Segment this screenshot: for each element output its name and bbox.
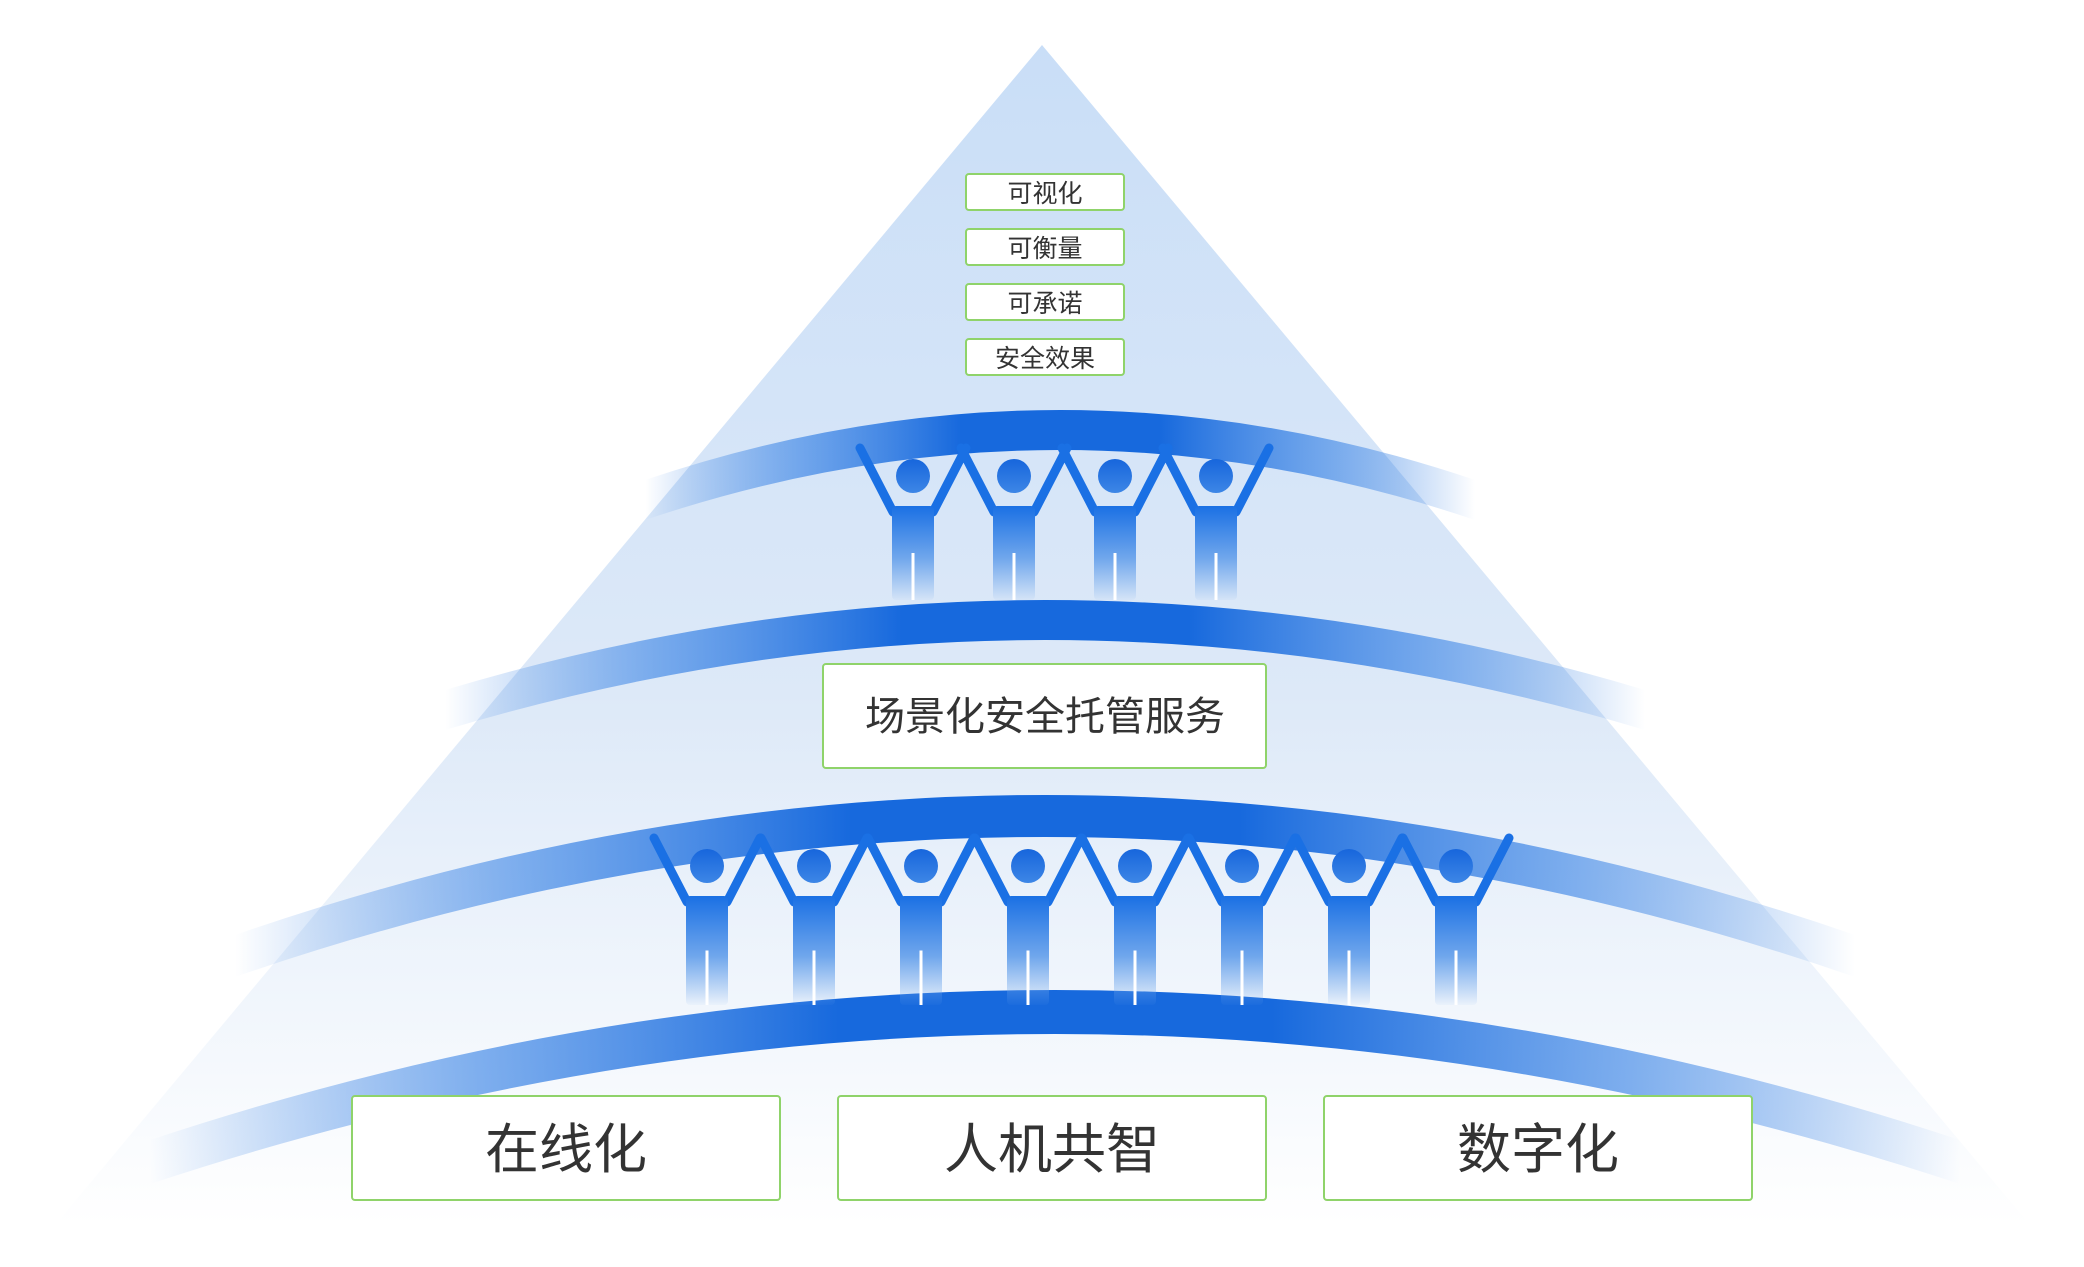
lower-figure-head <box>1225 849 1259 883</box>
lower-figures-group <box>649 833 1514 1005</box>
base-labels-group: 在线化 人机共智 数字化 <box>351 1095 1753 1201</box>
pyramid-bands <box>150 410 1960 1184</box>
upper-figure-head <box>896 459 930 493</box>
upper-figure-arms <box>1158 443 1274 517</box>
upper-figure-3 <box>1057 443 1173 600</box>
lower-figure-head <box>1118 849 1152 883</box>
lower-figure-1 <box>649 833 765 1005</box>
lower-figure-arms <box>863 833 979 907</box>
lower-figure-3 <box>863 833 979 1005</box>
lower-figure-head <box>1439 849 1473 883</box>
top-label-box-measurable: 可衡量 <box>965 228 1125 266</box>
lower-figure-head <box>1011 849 1045 883</box>
lower-figure-arms <box>1077 833 1193 907</box>
lower-figure-7 <box>1291 833 1407 1005</box>
top-label-committable: 可承诺 <box>1007 289 1082 318</box>
band-third <box>235 795 1855 977</box>
upper-figure-1 <box>855 443 971 600</box>
lower-figure-8 <box>1398 833 1514 1005</box>
upper-figure-arms <box>855 443 971 517</box>
top-label-visualizable: 可视化 <box>1007 179 1082 208</box>
lower-figure-head <box>690 849 724 883</box>
top-label-measurable: 可衡量 <box>1007 234 1082 263</box>
lower-figure-arms <box>970 833 1086 907</box>
base-label-human-machine: 人机共智 <box>944 1118 1160 1181</box>
top-labels-group: 可视化 可衡量 可承诺 安全效果 <box>965 173 1125 376</box>
band-second <box>445 600 1645 730</box>
lower-figure-arms <box>1398 833 1514 907</box>
lower-figure-arms <box>1291 833 1407 907</box>
top-label-security-effect: 安全效果 <box>995 344 1095 373</box>
base-label-box-online: 在线化 <box>351 1095 781 1201</box>
upper-figures-group <box>855 443 1274 600</box>
upper-figure-arms <box>1057 443 1173 517</box>
lower-figure-head <box>904 849 938 883</box>
upper-figure-arms <box>956 443 1072 517</box>
band-top <box>645 410 1475 520</box>
lower-figure-arms <box>649 833 765 907</box>
lower-figure-arms <box>756 833 872 907</box>
upper-figure-head <box>1199 459 1233 493</box>
lower-figure-6 <box>1184 833 1300 1005</box>
base-label-box-human-machine: 人机共智 <box>837 1095 1267 1201</box>
base-label-online: 在线化 <box>485 1118 647 1181</box>
top-label-box-visual: 可视化 <box>965 173 1125 211</box>
upper-figure-2 <box>956 443 1072 600</box>
upper-figure-head <box>1098 459 1132 493</box>
lower-figure-arms <box>1184 833 1300 907</box>
middle-label-box: 场景化安全托管服务 <box>822 663 1267 769</box>
base-label-box-digital: 数字化 <box>1323 1095 1753 1201</box>
upper-figure-head <box>997 459 1031 493</box>
upper-figure-4 <box>1158 443 1274 600</box>
lower-figure-2 <box>756 833 872 1005</box>
lower-figure-4 <box>970 833 1086 1005</box>
lower-figure-5 <box>1077 833 1193 1005</box>
lower-figure-head <box>797 849 831 883</box>
middle-label-text: 场景化安全托管服务 <box>865 694 1225 740</box>
band-bottom <box>150 990 1960 1184</box>
lower-figure-head <box>1332 849 1366 883</box>
base-label-digital: 数字化 <box>1457 1118 1619 1181</box>
top-label-box-security-effect: 安全效果 <box>965 338 1125 376</box>
top-label-box-committable: 可承诺 <box>965 283 1125 321</box>
